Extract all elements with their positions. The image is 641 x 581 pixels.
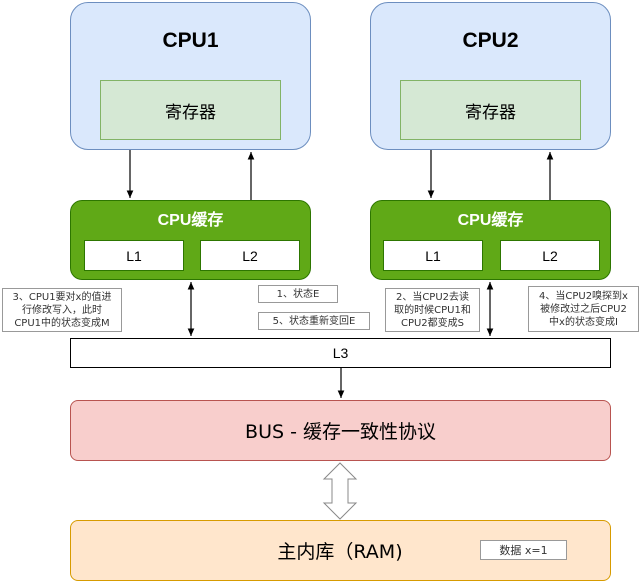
note-step3-line3: CPU1中的状态变成M — [14, 317, 110, 329]
cpu1-l2-cache: L2 — [200, 240, 300, 271]
note-step3-line2: 行修改写入，此时 — [21, 304, 102, 316]
l3-cache: L3 — [70, 338, 611, 368]
note-step4-line1: 4、当CPU2嗅探到x — [539, 290, 628, 302]
note-step4-line2: 被修改过之后CPU2 — [540, 303, 627, 315]
cpu1-register: 寄存器 — [100, 80, 281, 140]
note-step2-line1: 2、当CPU2去读 — [395, 291, 470, 303]
note-step5: 5、状态重新变回E — [258, 312, 370, 330]
cpu2-cache-title: CPU缓存 — [457, 212, 524, 229]
ram-data-note: 数据 x=1 — [480, 540, 567, 560]
note-step2-line3: CPU2都变成S — [400, 317, 465, 329]
ram-label: 主内库（RAM) — [277, 541, 403, 563]
note-step4: 4、当CPU2嗅探到x 被修改过之后CPU2 中x的状态变成I — [528, 286, 639, 332]
cpu1-title: CPU1 — [162, 29, 219, 52]
cpu2-l2-cache: L2 — [500, 240, 600, 271]
note-step2: 2、当CPU2去读 取的时候CPU1和 CPU2都变成S — [385, 288, 480, 332]
cpu1-cache-title: CPU缓存 — [157, 212, 224, 229]
note-step2-line2: 取的时候CPU1和 — [394, 304, 471, 316]
note-step4-line3: 中x的状态变成I — [549, 316, 618, 328]
bus-coherence-protocol: BUS - 缓存一致性协议 — [70, 400, 611, 461]
note-step1: 1、状态E — [258, 285, 338, 303]
cpu2-register: 寄存器 — [400, 80, 581, 140]
bus-ram-double-arrow — [322, 462, 358, 520]
cpu2-l1-cache: L1 — [383, 240, 483, 271]
cpu1-l1-cache: L1 — [84, 240, 184, 271]
cpu2-title: CPU2 — [462, 29, 519, 52]
note-step3: 3、CPU1要对x的值进 行修改写入，此时 CPU1中的状态变成M — [2, 288, 122, 332]
note-step3-line1: 3、CPU1要对x的值进 — [12, 291, 112, 303]
